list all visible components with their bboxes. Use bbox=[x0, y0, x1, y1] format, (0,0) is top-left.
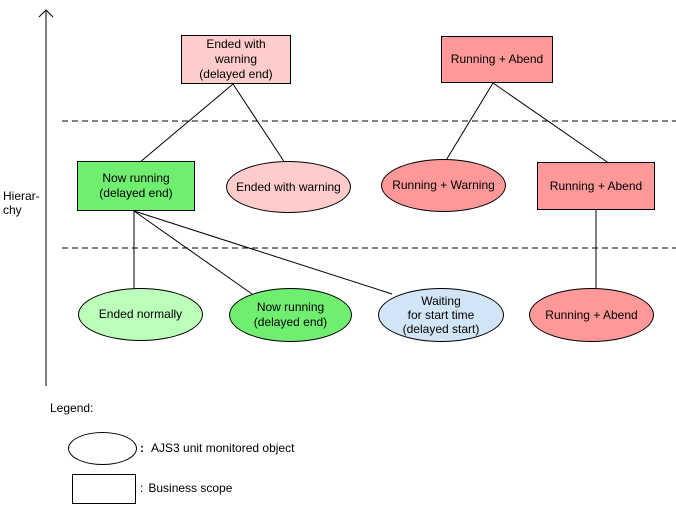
node-label-line: (delayed end) bbox=[99, 186, 173, 200]
connector-line bbox=[444, 82, 494, 163]
node-now-running-delayed-end-box: Now running (delayed end) bbox=[77, 161, 195, 211]
legend-separator: : bbox=[140, 481, 144, 495]
connector-line bbox=[138, 83, 234, 164]
node-waiting-for-start-time-ellipse: Waiting for start time (delayed start) bbox=[378, 288, 504, 342]
legend-item-monitored-object: : AJS3 unit monitored object bbox=[140, 441, 294, 455]
node-label-line: (delayed end) bbox=[199, 67, 273, 81]
node-label-line: Ended with warning bbox=[236, 179, 341, 194]
legend-title: Legend: bbox=[50, 401, 94, 415]
node-label-line: warning bbox=[214, 52, 258, 66]
node-label-line: Running + Abend bbox=[450, 52, 544, 66]
node-running-warning-ellipse: Running + Warning bbox=[381, 159, 506, 212]
node-label-line: Waiting bbox=[421, 294, 461, 308]
node-label-line: Now running bbox=[256, 300, 325, 314]
legend-item-label: Business scope bbox=[148, 481, 233, 495]
node-ended-with-warning-ellipse: Ended with warning bbox=[226, 161, 351, 213]
node-label-line: Now running bbox=[102, 171, 170, 185]
legend-separator: : bbox=[140, 441, 144, 455]
node-ended-with-warning-delayed-end-box: Ended with warning (delayed end) bbox=[181, 35, 291, 84]
node-label-line: Ended normally bbox=[98, 307, 183, 321]
node-label-line: (delayed start) bbox=[402, 322, 480, 336]
node-label-line: (delayed end) bbox=[253, 315, 328, 329]
node-now-running-delayed-end-ellipse: Now running (delayed end) bbox=[229, 288, 352, 342]
node-ended-normally-ellipse: Ended normally bbox=[78, 288, 203, 341]
node-running-abend-ellipse: Running + Abend bbox=[529, 288, 654, 342]
node-label-line: Running + Warning bbox=[392, 178, 495, 192]
connector-line bbox=[133, 210, 253, 295]
node-label-line: Running + Abend bbox=[545, 307, 638, 322]
hierarchy-axis-label: Hierar- chy bbox=[3, 189, 40, 217]
node-label-line: for start time bbox=[407, 308, 475, 322]
legend-ellipse-symbol bbox=[68, 432, 137, 465]
connector-line bbox=[232, 83, 286, 164]
node-running-abend-mid-box: Running + Abend bbox=[537, 162, 655, 210]
node-label-line: Ended with bbox=[206, 37, 266, 51]
connector-line bbox=[133, 210, 393, 295]
node-label-line: Running + Abend bbox=[549, 178, 643, 193]
hierarchy-axis-arrowhead-icon bbox=[38, 9, 54, 18]
legend-item-business-scope: : Business scope bbox=[140, 481, 232, 495]
hierarchy-axis-label-line: chy bbox=[3, 203, 22, 217]
node-running-abend-top-box: Running + Abend bbox=[441, 36, 553, 83]
legend-item-label: AJS3 unit monitored object bbox=[151, 441, 295, 455]
legend-rectangle-symbol bbox=[72, 474, 136, 504]
hierarchy-axis-label-line: Hierar- bbox=[3, 189, 40, 203]
connector-line bbox=[492, 82, 611, 165]
